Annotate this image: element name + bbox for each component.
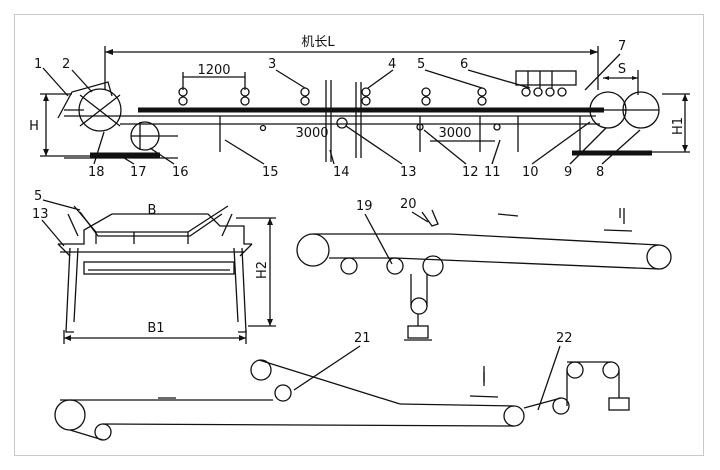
part-number: 15 bbox=[262, 165, 279, 180]
spacing-1200-label: 1200 bbox=[197, 63, 230, 78]
part-number: 20 bbox=[400, 197, 417, 212]
part-number: 2 bbox=[62, 57, 70, 72]
part-number: 16 bbox=[172, 165, 189, 180]
part-number: 4 bbox=[388, 57, 396, 72]
part-number: 18 bbox=[88, 165, 105, 180]
h-label: H bbox=[29, 119, 39, 134]
spacing-3000-b-label: 3000 bbox=[438, 126, 471, 141]
support-legs bbox=[219, 116, 581, 152]
b1-label: B1 bbox=[147, 321, 164, 336]
part-number: 17 bbox=[130, 165, 147, 180]
layout-scheme-2 bbox=[54, 359, 630, 441]
part-number: 5 bbox=[417, 57, 425, 72]
part-number: 19 bbox=[356, 199, 373, 214]
part-number: 7 bbox=[618, 39, 626, 54]
spacing-3000-a-label: 3000 bbox=[295, 126, 328, 141]
part-number: 11 bbox=[484, 165, 501, 180]
layout-scheme-1 bbox=[296, 208, 672, 341]
return-idler bbox=[493, 123, 501, 131]
part-number: 14 bbox=[333, 165, 350, 180]
drawing-frame bbox=[14, 14, 704, 456]
head-hood bbox=[57, 81, 113, 119]
part-number: 13 bbox=[400, 165, 417, 180]
part-number: 10 bbox=[522, 165, 539, 180]
h2-label: H2 bbox=[255, 261, 270, 279]
part-number: 9 bbox=[564, 165, 572, 180]
part-number: 8 bbox=[596, 165, 604, 180]
part-number: 22 bbox=[556, 331, 573, 346]
machine-length-label: 机长L bbox=[301, 35, 335, 50]
roman-mark: I bbox=[618, 207, 622, 222]
return-idler bbox=[259, 124, 267, 132]
part-number: 21 bbox=[354, 331, 371, 346]
part-number: 6 bbox=[460, 57, 468, 72]
part-number: 1 bbox=[34, 57, 42, 72]
s-label: S bbox=[618, 62, 626, 77]
carrying-idlers bbox=[178, 87, 567, 106]
cross-section bbox=[57, 205, 253, 333]
part-number: 12 bbox=[462, 165, 479, 180]
part-labels-top: 1 2 3 4 5 6 7 8 9 10 11 12 13 14 15 16 1… bbox=[34, 39, 641, 180]
h1-label: H1 bbox=[671, 117, 686, 135]
buffer-section bbox=[515, 70, 577, 86]
part-number: 3 bbox=[268, 57, 276, 72]
return-idler bbox=[336, 117, 348, 129]
part-number: 13 bbox=[32, 207, 49, 222]
part-number: 5 bbox=[34, 189, 42, 204]
roman-mark: I bbox=[482, 371, 486, 386]
b-label: B bbox=[148, 203, 157, 218]
